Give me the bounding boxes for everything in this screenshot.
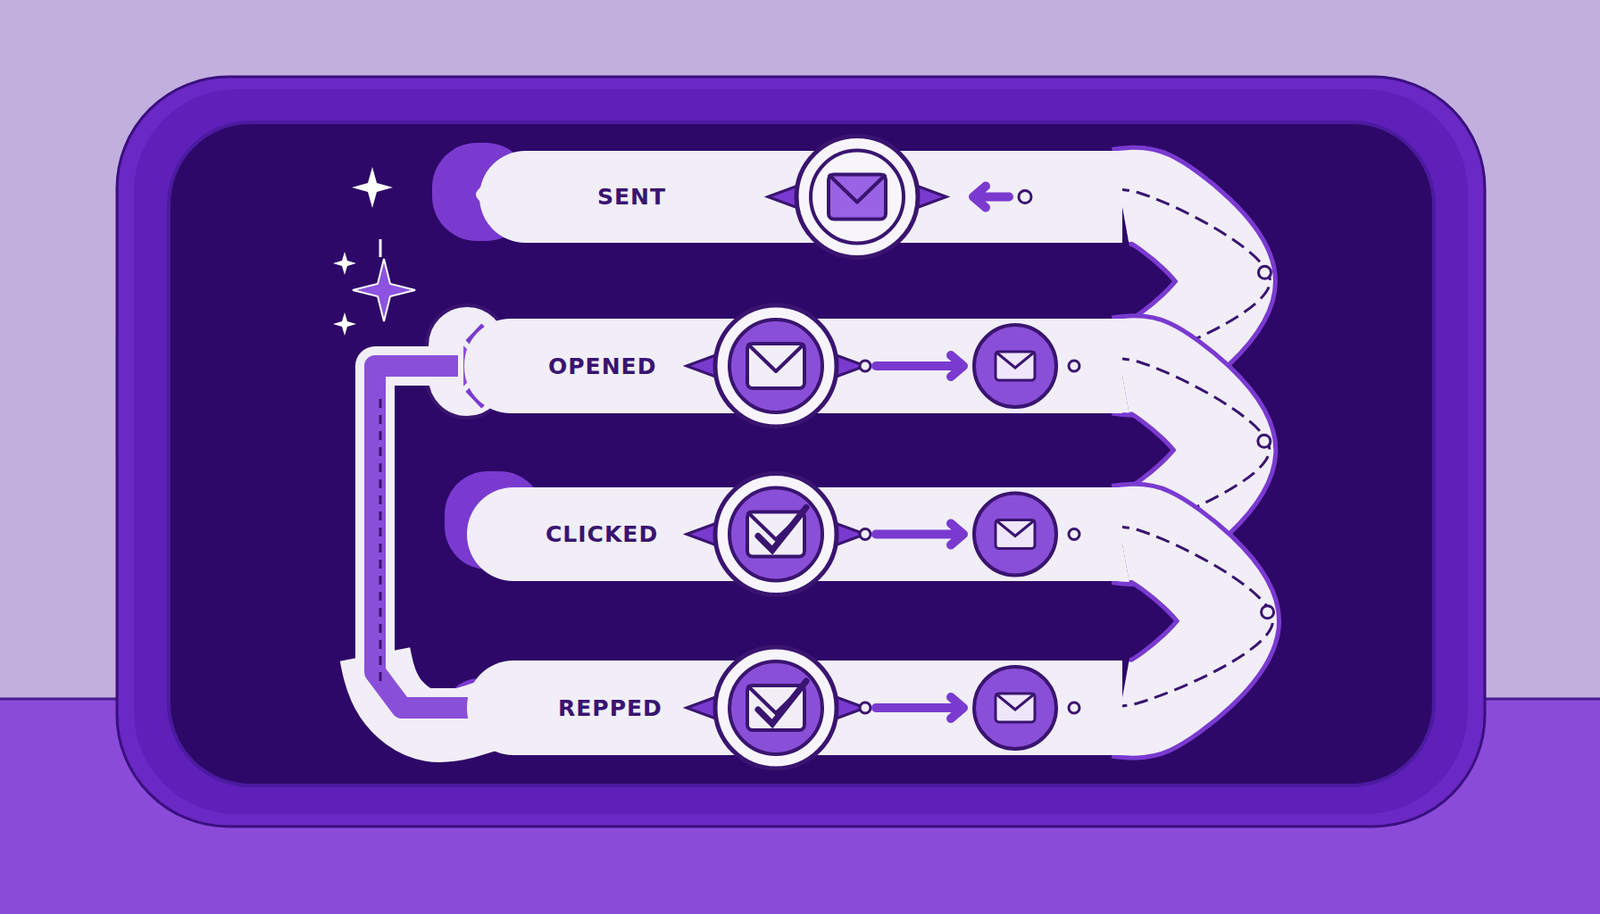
stage-band: SENT — [479, 150, 1123, 243]
mini-envelope — [995, 351, 1035, 381]
stage-band: OPENED — [464, 318, 1123, 414]
road-shadow — [1120, 533, 1231, 709]
badge-ring — [715, 305, 837, 427]
wire-dot — [1068, 360, 1080, 372]
track-dot — [1258, 434, 1271, 448]
mini-envelope — [995, 520, 1035, 550]
badge-core — [729, 661, 823, 755]
wire-dot — [1068, 529, 1080, 541]
mini-envelope-flap — [995, 520, 1035, 537]
envelope — [828, 175, 886, 220]
sparkles — [333, 166, 416, 336]
mail-badge — [767, 136, 1032, 259]
mail-dot — [974, 666, 1057, 750]
stage-label: OPENED — [548, 353, 657, 380]
check-mark — [758, 508, 807, 551]
check-mark — [758, 681, 807, 725]
small-arrow — [875, 355, 964, 377]
mail-dot — [974, 325, 1057, 408]
sparkle — [333, 312, 357, 336]
badge-core — [729, 488, 823, 582]
mail-badge — [686, 305, 1080, 427]
badge-core — [729, 319, 823, 413]
outer-panel — [116, 76, 1485, 827]
small-arrow — [973, 186, 1009, 209]
stage-label: REPPED — [558, 695, 663, 722]
stage-label: CLICKED — [545, 521, 659, 548]
mini-envelope-flap — [995, 351, 1035, 368]
track-dot — [1261, 606, 1275, 619]
wire-dot — [859, 702, 871, 714]
road-bend — [1120, 533, 1231, 709]
sparkle — [333, 251, 357, 275]
badge-ring — [796, 136, 918, 259]
small-arrow — [875, 524, 964, 546]
wire-dot — [859, 360, 871, 372]
envelope — [747, 343, 805, 389]
stage-label: SENT — [597, 183, 667, 210]
envelope-flap — [747, 343, 805, 372]
badge-core — [810, 150, 904, 244]
stage-band: CLICKED — [466, 487, 1123, 582]
mail-dot — [974, 493, 1057, 576]
wire-dot — [859, 529, 871, 541]
mini-envelope-flap — [995, 693, 1035, 710]
track-dot — [1258, 266, 1271, 279]
stage-band: REPPED — [466, 660, 1123, 756]
sparkle-line — [379, 239, 383, 258]
badge-ring — [715, 647, 837, 769]
envelope-flap — [828, 175, 886, 203]
sparkle — [351, 166, 393, 209]
band-icons — [479, 150, 1123, 243]
dashed-track — [379, 392, 383, 682]
mail-badge — [686, 474, 1080, 596]
sparkle — [352, 258, 416, 322]
badge-ring — [715, 474, 837, 596]
small-arrow — [875, 697, 964, 719]
wire-dot — [1018, 191, 1032, 204]
inner-panel — [168, 122, 1434, 786]
mini-envelope — [995, 693, 1035, 723]
wire-dot — [1068, 702, 1080, 714]
mail-badge — [686, 647, 1080, 769]
outer-panel-inner — [133, 89, 1468, 815]
